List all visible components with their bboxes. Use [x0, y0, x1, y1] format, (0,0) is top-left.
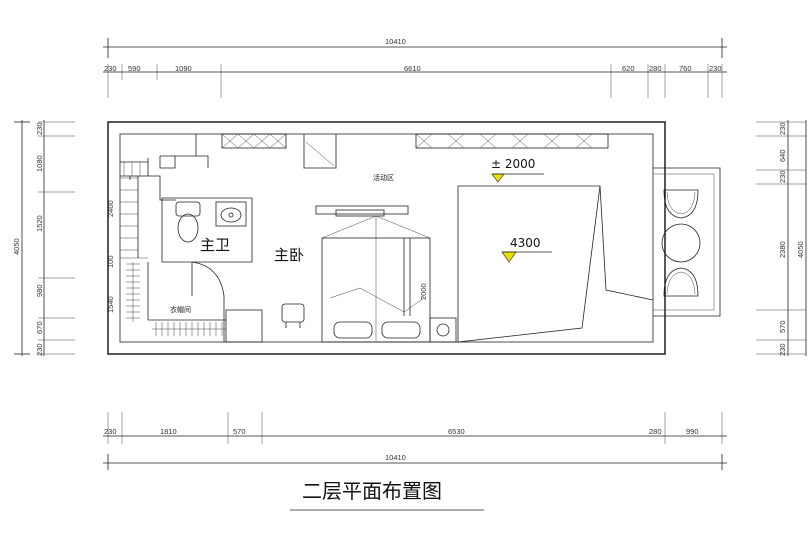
bottom-seg-1: 1810: [160, 427, 177, 436]
right-seg-0: 230: [778, 122, 787, 135]
drawing-title: 二层平面布置图: [290, 479, 484, 511]
right-seg-2: 230: [778, 170, 787, 183]
right-seg-3: 2380: [778, 241, 787, 258]
top-cabinets: [221, 133, 609, 169]
left-seg-3: 1520: [35, 215, 44, 232]
activity-area-label: 活动区: [373, 173, 394, 182]
right-total-dim: 4050: [796, 241, 805, 258]
level-triangle-b: [501, 251, 517, 263]
top-seg-1: 590: [128, 64, 141, 73]
master-bedroom-label: 主卧: [274, 246, 304, 264]
bottom-seg-0: 230: [104, 427, 117, 436]
right-dimension-group: 230 640 230 2380 570 230 4050: [756, 120, 807, 356]
right-seg-1: 640: [778, 149, 787, 162]
left-seg-1: 1080: [35, 155, 44, 172]
top-seg-7: 230: [709, 64, 722, 73]
top-seg-4: 620: [622, 64, 635, 73]
top-dimension-group: 10410 230 590 1090 6610 620 280 760 230: [103, 37, 727, 98]
left-seg-0: 230: [35, 122, 44, 135]
bottom-seg-5: 990: [686, 427, 699, 436]
tv-console: [315, 205, 409, 217]
bed-length-dim: 2000: [419, 283, 428, 300]
top-seg-0: 230: [104, 64, 117, 73]
left-seg-4: 100: [106, 255, 115, 268]
raised-platform: [457, 185, 654, 343]
master-bath: 主卫: [161, 197, 253, 342]
closet-hangers-vertical: [126, 262, 140, 322]
balcony: [653, 167, 721, 317]
left-seg-2: 2400: [106, 200, 115, 217]
top-seg-6: 760: [679, 64, 692, 73]
balcony-chair-bottom: [663, 267, 699, 297]
left-total-dim: 4050: [12, 238, 21, 255]
level-label-b: 4300: [510, 236, 541, 250]
master-bath-label: 主卫: [200, 236, 230, 254]
level-triangle-a: [491, 173, 505, 183]
left-dimension-group: 4050 230 1080 2400 1520 100 980 1540 670…: [12, 120, 115, 356]
left-seg-5: 980: [35, 284, 44, 297]
top-seg-5: 280: [649, 64, 662, 73]
desk-chair: [281, 303, 305, 328]
left-seg-7: 670: [35, 321, 44, 334]
balcony-round-table: [661, 223, 701, 263]
bed: 2000: [321, 215, 457, 343]
left-seg-8: 230: [35, 343, 44, 356]
bottom-total-dim: 10410: [385, 453, 406, 462]
bottom-seg-3: 6530: [448, 427, 465, 436]
level-marker-b: 4300: [501, 236, 552, 263]
bottom-seg-4: 280: [649, 427, 662, 436]
closet: 衣帽间: [126, 262, 263, 343]
bottom-seg-2: 570: [233, 427, 246, 436]
level-label-a: ± 2000: [491, 157, 535, 171]
right-seg-4: 570: [778, 320, 787, 333]
level-marker-a: ± 2000: [491, 157, 544, 183]
closet-hangers-horizontal: [152, 322, 226, 336]
right-seg-5: 230: [778, 343, 787, 356]
balcony-chair-top: [663, 189, 699, 219]
staircase: [120, 134, 209, 259]
closet-label: 衣帽间: [170, 305, 191, 314]
top-total-dim: 10410: [385, 37, 406, 46]
bottom-dimension-group: 230 1810 570 6530 280 990 10410: [103, 412, 727, 470]
drawing-title-text: 二层平面布置图: [302, 479, 442, 503]
top-seg-2: 1090: [175, 64, 192, 73]
left-seg-6: 1540: [106, 296, 115, 313]
top-seg-3: 6610: [404, 64, 421, 73]
